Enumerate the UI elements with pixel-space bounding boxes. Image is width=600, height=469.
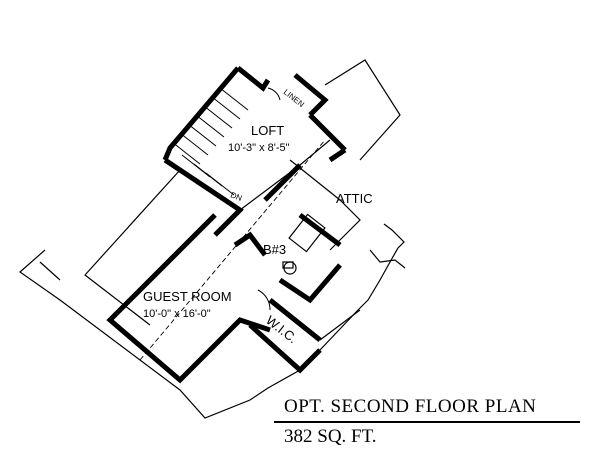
guest-room-dims: 10'-0" x 16'-0" <box>143 308 211 320</box>
guest-room-label: GUEST ROOM <box>143 289 232 304</box>
plan-title: OPT. SECOND FLOOR PLAN <box>284 396 537 417</box>
loft-dims: 10'-3" x 8'-5" <box>228 142 290 154</box>
door-swings <box>257 87 281 311</box>
bath-label: B#3 <box>263 242 286 257</box>
bath-fixtures <box>282 213 326 275</box>
stair-treads <box>171 87 249 196</box>
attic-knee-walls <box>84 139 361 341</box>
stair-dn-label: DN <box>229 190 243 202</box>
title-rule <box>274 421 580 423</box>
plan-area: 382 SQ. FT. <box>284 426 377 447</box>
linen-label: LINEN <box>282 87 306 109</box>
walls <box>106 66 347 384</box>
attic-label: ATTIC <box>336 191 373 206</box>
loft-label: LOFT <box>251 123 284 138</box>
roof-outline <box>19 59 406 419</box>
